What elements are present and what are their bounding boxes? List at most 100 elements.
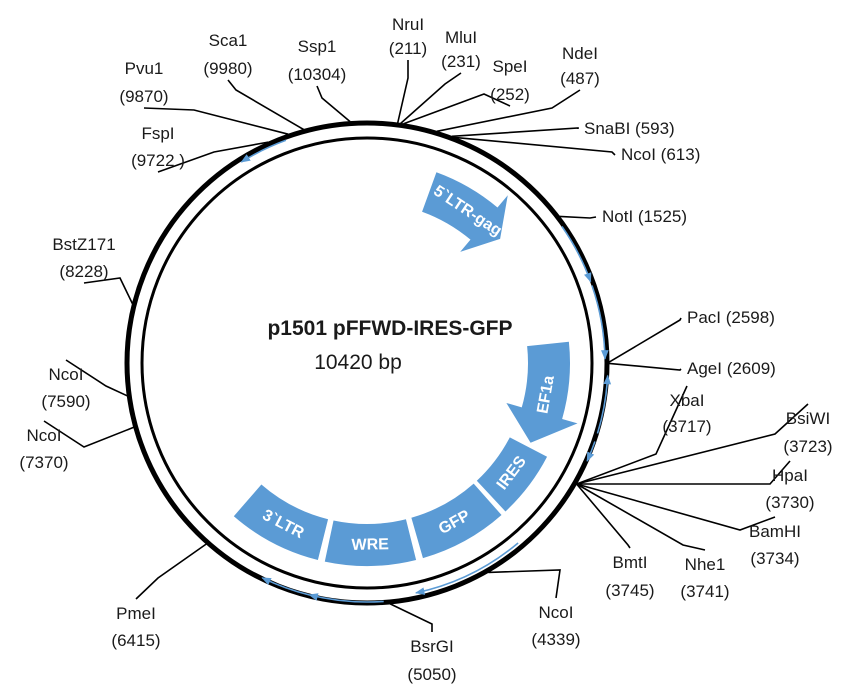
feature-5-ltr-gag: 5`LTR-gag: [422, 172, 508, 252]
site-label-pmei-6415-name: PmeI: [116, 604, 156, 623]
site-label-pvu1-9870-position: (9870): [119, 87, 168, 106]
site-line-bsiwi-3723: [576, 403, 809, 485]
backbone: [124, 120, 610, 606]
direction-arrow-7: [308, 593, 384, 603]
direction-arrow-6: [414, 542, 519, 595]
feature-shape-3-ltr: [233, 484, 329, 560]
site-line-pvu1-9870: [143, 107, 289, 135]
feature-shape-5-ltr-gag: [422, 172, 508, 252]
site-label-bsiwi-3723-position: (3723): [783, 437, 832, 456]
feature-ires: IRES: [476, 437, 548, 512]
site-label-noti-1525: NotI (1525): [602, 207, 687, 226]
site-label-nrui-211-name: NruI: [392, 15, 424, 34]
site-label-nrui-211-position: (211): [389, 39, 427, 58]
feature-shape-ires: [476, 437, 548, 512]
site-label-hpai-3730-position: (3730): [765, 493, 814, 512]
site-label-spei-252-position: (252): [490, 85, 530, 104]
inner-ring: [140, 136, 594, 590]
site-line-noti-1525: [559, 215, 597, 219]
site-line-sca1-9980: [227, 79, 305, 131]
site-line-bmti-3745: [575, 483, 631, 549]
site-line-pmei-6415: [135, 543, 207, 600]
site-label-sca1-9980-name: Sca1: [209, 31, 248, 50]
site-label-snabi-593: SnaBI (593): [584, 119, 675, 138]
site-label-ncoi-7590-position: (7590): [41, 392, 90, 411]
site-line-bsrgi-5050: [389, 603, 433, 632]
site-line-fspi-9722: [157, 141, 269, 173]
feature-ef1a: EF1a: [506, 341, 578, 443]
direction-arrow-4: [596, 374, 612, 434]
feature-shape-ef1a: [506, 341, 578, 443]
site-label-nhe1-3741-name: Nhe1: [685, 555, 726, 574]
site-label-fspi-9722-name: FspI: [141, 124, 174, 143]
direction-arrows: [240, 139, 612, 603]
site-label-ndei-487-position: (487): [560, 69, 600, 88]
site-label-bstz171-8228-position: (8228): [59, 262, 108, 281]
site-label-ssp1-10304-position: (10304): [288, 65, 347, 84]
site-label-ncoi-7590-name: NcoI: [49, 365, 84, 384]
site-line-bstz171-8228: [83, 277, 134, 304]
site-line-paci-2598: [608, 317, 682, 363]
site-line-nhe1-3741: [576, 483, 706, 551]
site-line-xbai-3717: [576, 385, 688, 485]
site-label-paci-2598: PacI (2598): [687, 308, 775, 327]
site-line-ncoi-7590: [65, 359, 128, 397]
site-label-xbai-3717-position: (3717): [662, 417, 711, 436]
site-label-ssp1-10304-name: Ssp1: [298, 37, 337, 56]
site-label-bamhi-3734-position: (3734): [750, 549, 799, 568]
site-label-spei-252-name: SpeI: [493, 57, 528, 76]
site-label-mlui-231-position: (231): [441, 52, 481, 71]
site-line-ssp1-10304: [316, 85, 351, 123]
direction-arrow-1: [240, 139, 287, 163]
direction-arrow-5: [586, 441, 596, 462]
restriction-site-labels: NruI (211) MluI (231) SpeI (252) NdeI (487) SnaB…: [19, 15, 832, 684]
site-line-snabi-593: [451, 127, 579, 138]
feature-shape-wre: [324, 519, 417, 566]
plasmid-name: p1501 pFFWD-IRES-GFP: [267, 317, 512, 340]
site-line-ncoi-613: [454, 136, 616, 156]
site-label-bsrgi-5050-position: (5050): [407, 665, 456, 684]
feature-wre: WRE: [324, 519, 417, 566]
direction-arrow-3: [591, 285, 609, 360]
site-label-ncoi-4339-name: NcoI: [539, 603, 574, 622]
site-line-hpai-3730: [576, 460, 791, 485]
site-label-bamhi-3734-name: BamHI: [749, 522, 801, 541]
site-label-bstz171-8228-name: BstZ171: [52, 235, 115, 254]
site-line-agei-2609: [608, 362, 682, 371]
direction-arrow-2: [561, 226, 592, 283]
site-label-fspi-9722-position: (9722 ): [131, 151, 185, 170]
site-label-ncoi-4339-position: (4339): [531, 630, 580, 649]
site-line-ndei-487: [436, 89, 581, 133]
feature-gfp: GFP: [411, 483, 502, 559]
site-label-nhe1-3741-position: (3741): [680, 582, 729, 601]
site-label-bmti-3745-position: (3745): [605, 581, 654, 600]
site-label-sca1-9980-position: (9980): [203, 59, 252, 78]
site-label-bsrgi-5050-name: BsrGI: [410, 637, 453, 656]
site-line-ncoi-7370: [43, 420, 134, 448]
site-label-mlui-231-name: MluI: [445, 28, 477, 47]
site-line-spei-252: [403, 93, 511, 125]
site-label-ncoi-7370-position: (7370): [19, 453, 68, 472]
restriction-site-lines: [43, 60, 809, 632]
site-label-ncoi-613: NcoI (613): [621, 145, 700, 164]
feature-label-ef1a: EF1a: [535, 374, 558, 415]
site-label-pmei-6415-position: (6415): [111, 631, 160, 650]
direction-arrow-8: [261, 577, 310, 596]
feature-shape-gfp: [411, 483, 502, 559]
site-label-ncoi-7370-name: NcoI: [27, 426, 62, 445]
site-line-nrui-211: [396, 60, 409, 124]
site-line-ncoi-4339: [488, 569, 561, 599]
feature-3-ltr: 3`LTR: [233, 484, 329, 560]
outer-ring: [124, 120, 610, 606]
site-label-agei-2609: AgeI (2609): [687, 359, 776, 378]
site-label-bmti-3745-name: BmtI: [613, 553, 648, 572]
feature-label-wre: WRE: [351, 536, 389, 554]
site-line-bamhi-3734: [576, 483, 776, 531]
site-label-bsiwi-3723-name: BsiWI: [786, 409, 830, 428]
site-label-ndei-487-name: NdeI: [562, 44, 598, 63]
plasmid-size: 10420 bp: [314, 351, 402, 374]
site-line-mlui-231: [400, 72, 462, 124]
site-label-xbai-3717-name: XbaI: [670, 391, 705, 410]
